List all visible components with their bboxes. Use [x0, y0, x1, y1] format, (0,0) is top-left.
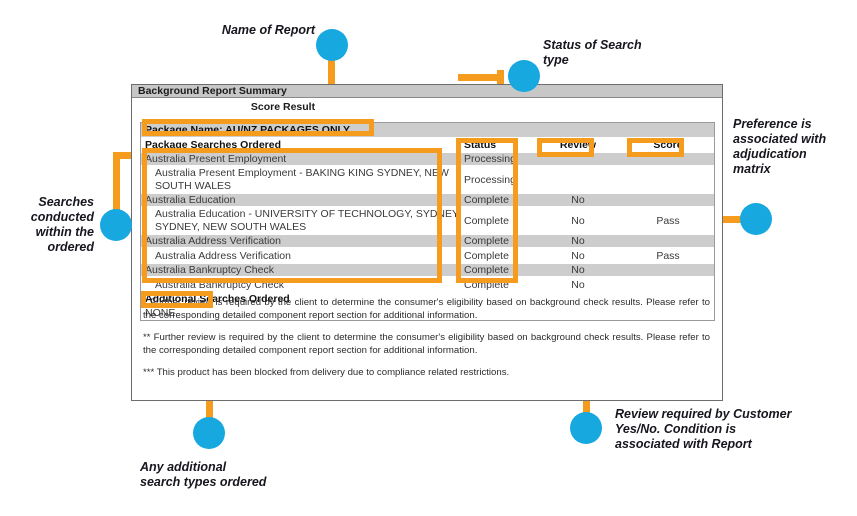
highlight-package-name: [142, 119, 374, 136]
callout-dot-additional-searches: [193, 417, 225, 449]
cell-review: No: [571, 264, 585, 276]
background-report-summary-window: Background Report Summary Score Result P…: [131, 84, 723, 401]
cell-status: Complete: [464, 194, 509, 206]
callout-label-searches-conducted: Searches conducted within the ordered: [30, 195, 94, 254]
callout-dot-searches-conducted: [100, 209, 132, 241]
table-row: Australia Address Verification Complete …: [141, 248, 714, 264]
table-row: Australia Education Complete No: [141, 194, 714, 207]
footnote-single-asterisk: * Further review is required by the clie…: [143, 297, 710, 321]
cell-score: [622, 194, 714, 206]
cell-review: No: [571, 194, 585, 206]
cell-score: [622, 235, 714, 247]
cell-status: Processing: [464, 153, 516, 165]
table-row: Australia Education - UNIVERSITY OF TECH…: [141, 207, 714, 235]
cell-score: [622, 277, 714, 292]
cell-score: Pass: [656, 215, 680, 227]
score-result-label: Score Result: [250, 101, 316, 113]
cell-status: Complete: [464, 235, 509, 247]
cell-name: Australia Education - UNIVERSITY OF TECH…: [155, 208, 459, 233]
cell-score: [622, 264, 714, 276]
callout-label-status-of-search: Status of Search type: [543, 38, 642, 67]
highlight-score-header: [627, 138, 684, 157]
cell-review: [534, 166, 622, 193]
callout-label-review-required: Review required by Customer Yes/No. Cond…: [615, 407, 792, 451]
callout-dot-preference-matrix: [740, 203, 772, 235]
report-footnotes: * Further review is required by the clie…: [143, 297, 710, 380]
cell-name: Australia Address Verification: [145, 235, 281, 247]
cell-name: Australia Present Employment - BAKING KI…: [155, 167, 449, 192]
cell-name: Australia Bankruptcy Check: [145, 264, 274, 276]
table-row: Australia Present Employment - BAKING KI…: [141, 166, 714, 194]
footnote-double-asterisk: ** Further review is required by the cli…: [143, 332, 710, 356]
callout-dot-name-of-report: [316, 29, 348, 61]
cell-score: [622, 166, 714, 193]
connector-searches-vertical: [113, 152, 120, 218]
cell-name: Australia Address Verification: [155, 250, 291, 262]
cell-name: Australia Present Employment: [145, 153, 287, 165]
table-row: Australia Bankruptcy Check Complete No: [141, 264, 714, 277]
cell-status: Complete: [464, 250, 509, 262]
cell-name: Australia Education: [145, 194, 236, 206]
callout-label-name-of-report: Name of Report: [221, 23, 315, 37]
additional-searches-value: NONE: [141, 306, 714, 321]
cell-score: Pass: [656, 250, 680, 262]
additional-searches-header: Additional Searches Ordered: [141, 293, 714, 306]
connector-searches-horizontal: [113, 152, 148, 159]
cell-status: Processing: [464, 174, 516, 186]
cell-review: No: [571, 235, 585, 247]
table-row: Australia Address Verification Complete …: [141, 235, 714, 248]
highlight-status-column: [456, 138, 518, 283]
highlight-searches-ordered: [142, 148, 442, 283]
footnote-triple-asterisk: *** This product has been blocked from d…: [143, 367, 510, 378]
callout-label-preference-matrix: Preference is associated with adjudicati…: [733, 117, 827, 176]
highlight-review-header: [537, 138, 594, 157]
cell-review: No: [571, 215, 585, 227]
cell-review: No: [571, 279, 585, 291]
callout-dot-status-of-search: [508, 60, 540, 92]
callout-label-additional-searches: Any additional search types ordered: [140, 460, 267, 489]
callout-dot-review-required: [570, 412, 602, 444]
report-window-title: Background Report Summary: [132, 85, 722, 98]
cell-status: Complete: [464, 215, 509, 227]
cell-review: No: [571, 250, 585, 262]
highlight-none-value: [141, 291, 213, 308]
connector-status-horizontal: [458, 74, 504, 81]
cell-status: Complete: [464, 264, 509, 276]
